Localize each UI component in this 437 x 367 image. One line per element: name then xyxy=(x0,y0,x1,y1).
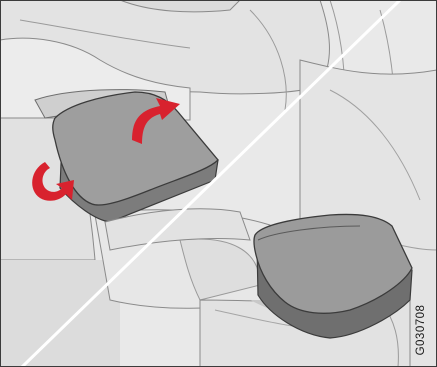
figure-code-label: G030708 xyxy=(411,299,431,361)
figure-code: G030708 xyxy=(415,305,427,356)
